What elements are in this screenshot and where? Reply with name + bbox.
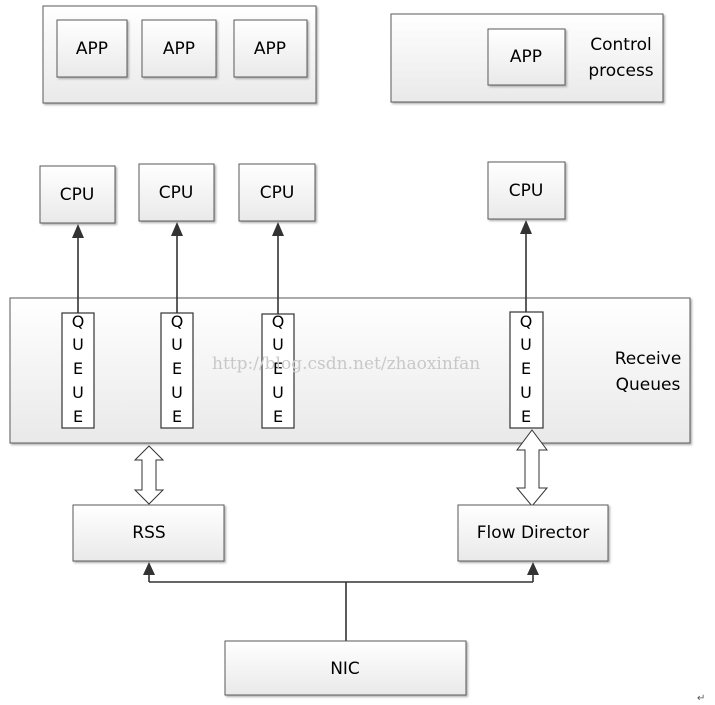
flow-director-label: Flow Director xyxy=(477,523,590,543)
queue-4-box xyxy=(509,311,544,429)
cpu-box-4-label: CPU xyxy=(509,181,544,201)
queue-letter: Q xyxy=(171,312,184,331)
arrow-head-up xyxy=(272,222,284,236)
receive-queues-title-line2: Queues xyxy=(616,375,681,395)
flow-director-box xyxy=(457,504,609,562)
queue-letter: E xyxy=(73,407,83,426)
cpu-box-2 xyxy=(138,163,215,222)
arrow-head-up xyxy=(72,224,84,238)
control-app-label: APP xyxy=(510,47,542,67)
queue-letter: E xyxy=(172,407,182,426)
app-box-3-label: APP xyxy=(254,39,286,59)
queue-1: Q U E U E xyxy=(61,312,95,429)
control-process-title-line1: Control xyxy=(590,35,651,55)
queue-letter: E xyxy=(73,359,83,378)
control-process-group: APP Control process xyxy=(390,13,664,103)
queue-letter: E xyxy=(172,359,182,378)
cpu-box-3-label: CPU xyxy=(260,183,295,203)
watermark-text: http://blog.csdn.net/zhaoxinfan xyxy=(212,354,480,374)
app-box-1 xyxy=(56,19,128,78)
queue-letter: Q xyxy=(72,312,85,331)
arrow-head-up xyxy=(143,562,155,575)
queue-letter: U xyxy=(520,383,532,402)
rss-box xyxy=(72,504,225,562)
queue-letter: Q xyxy=(520,312,533,331)
queue-letter: U xyxy=(272,383,284,402)
queue-letter: E xyxy=(273,359,283,378)
arrow-head-up xyxy=(520,220,532,234)
arrow-head-up xyxy=(527,562,539,575)
control-process-title-line2: process xyxy=(588,61,653,81)
receive-queues-container xyxy=(9,297,691,444)
paragraph-mark: ↵ xyxy=(697,693,705,704)
cpu-box-2-label: CPU xyxy=(159,183,194,203)
queue-letter: U xyxy=(171,335,183,354)
cpu-row: CPU CPU CPU CPU xyxy=(39,161,566,224)
queue-letter: U xyxy=(72,335,84,354)
rss-label: RSS xyxy=(132,523,165,543)
app-box-2 xyxy=(141,19,217,78)
queue-1-box xyxy=(61,312,95,429)
queue-to-cpu-arrows xyxy=(72,220,532,314)
app-group: APP APP APP xyxy=(42,5,317,104)
queue-letter: U xyxy=(520,335,532,354)
nic-box xyxy=(224,640,467,696)
queue-letter: E xyxy=(521,407,531,426)
nic-label: NIC xyxy=(330,659,360,679)
app-box-2-label: APP xyxy=(163,39,195,59)
queue-letter: Q xyxy=(272,312,285,331)
rss-to-queues-double-arrow xyxy=(133,445,165,505)
queue-2: Q U E U E xyxy=(160,312,194,429)
control-app-box xyxy=(487,28,566,86)
queue-2-box xyxy=(160,312,194,429)
nic-connectors xyxy=(148,574,534,641)
queue-letter: E xyxy=(521,359,531,378)
queue-letter: U xyxy=(272,335,284,354)
receive-queues-title-line1: Receive xyxy=(615,349,682,369)
queue-4: Q U E U E xyxy=(509,311,544,429)
queue-letter: E xyxy=(273,407,283,426)
queue-letter: U xyxy=(171,383,183,402)
cpu-box-4 xyxy=(487,161,566,220)
app-box-1-label: APP xyxy=(76,39,108,59)
cpu-box-1 xyxy=(39,165,116,224)
arrow-head-up xyxy=(171,222,183,236)
cpu-box-1-label: CPU xyxy=(60,185,95,205)
queue-letter: U xyxy=(72,383,84,402)
app-box-3 xyxy=(233,19,308,78)
cpu-box-3 xyxy=(238,163,316,222)
